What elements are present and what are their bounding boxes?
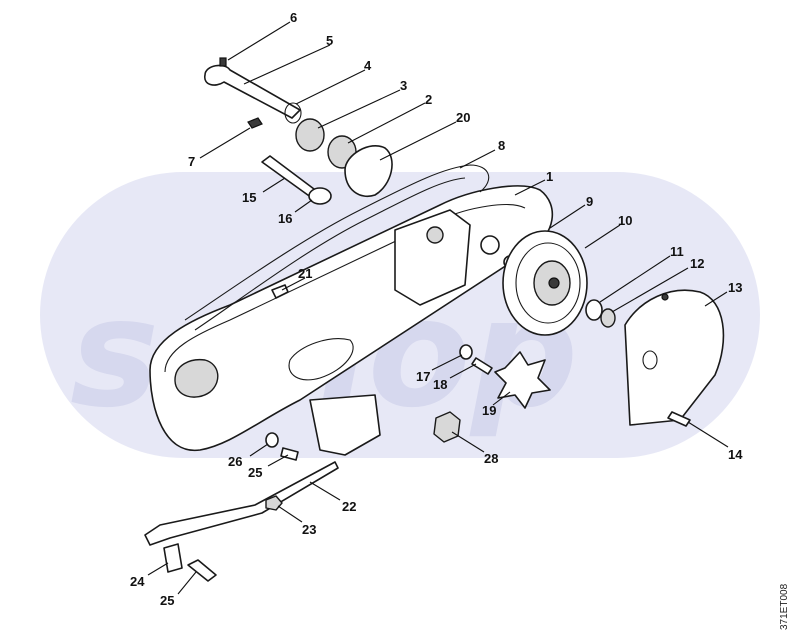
- leader-22: [309, 481, 341, 501]
- housing-mount-block: [394, 209, 471, 306]
- part-screw-14: [667, 411, 691, 427]
- callout-10: 10: [618, 213, 632, 228]
- leader-3: [317, 89, 401, 129]
- leader-15: [262, 177, 286, 193]
- housing-inner-edge: [164, 204, 526, 373]
- callout-25-mid: 25: [248, 465, 262, 480]
- part-shaft-assembly: [204, 57, 393, 197]
- part-washer-17: [459, 344, 473, 360]
- leader-25-lower: [177, 571, 197, 595]
- callout-3: 3: [400, 78, 407, 93]
- part-stud-18: [471, 357, 493, 375]
- leader-9: [549, 204, 586, 229]
- callout-7: 7: [188, 154, 195, 169]
- callout-21: 21: [298, 266, 312, 281]
- leader-25-mid: [267, 454, 289, 467]
- callout-11: 11: [670, 244, 684, 259]
- callout-20: 20: [456, 110, 470, 125]
- leader-26: [249, 443, 269, 457]
- callout-26: 26: [228, 454, 242, 469]
- leader-12: [611, 267, 689, 313]
- leader-6: [227, 21, 291, 61]
- callout-13: 13: [728, 280, 742, 295]
- callout-19: 19: [482, 403, 496, 418]
- callout-9: 9: [586, 194, 593, 209]
- leader-19: [492, 391, 511, 406]
- callout-24: 24: [130, 574, 145, 589]
- pulley-groove: [515, 242, 581, 324]
- leader-11: [599, 255, 671, 303]
- callout-17: 17: [416, 369, 430, 384]
- leader-7: [199, 127, 251, 159]
- drawing-code: 371ET008: [779, 583, 790, 630]
- callout-28: 28: [484, 451, 498, 466]
- leader-20: [379, 121, 457, 161]
- callout-labels: 6 5 4 3 2 20 8 1 9 10 11 12 13 14 7 15 1…: [130, 10, 743, 608]
- leader-2: [347, 102, 426, 144]
- housing-boss: [426, 226, 444, 244]
- leader-lines: [147, 21, 729, 595]
- key-7: [247, 117, 263, 129]
- callout-16: 16: [278, 211, 292, 226]
- leader-1: [514, 179, 546, 196]
- leader-17: [431, 354, 463, 371]
- callout-15: 15: [242, 190, 256, 205]
- leader-13: [704, 291, 728, 307]
- part-washer-11: [585, 299, 603, 321]
- ring-4: [284, 102, 302, 124]
- housing-lower-bracket: [309, 394, 381, 456]
- callout-22: 22: [342, 499, 356, 514]
- housing-hole: [480, 235, 500, 255]
- shaft-5: [204, 64, 301, 119]
- pulley-center: [548, 277, 560, 289]
- part-washer-16: [308, 187, 332, 205]
- housing-slot: [288, 338, 354, 381]
- cover-plate-body: [624, 289, 725, 426]
- leader-8: [459, 149, 496, 169]
- leader-14: [687, 421, 729, 448]
- cover-plate-hole: [642, 350, 658, 370]
- part-star-knob: [494, 351, 551, 409]
- leader-24: [147, 562, 169, 576]
- housing-nose: [174, 358, 219, 398]
- leader-10: [584, 224, 621, 249]
- part-pulley: [502, 230, 588, 336]
- leader-28: [451, 431, 485, 453]
- part-nut-28: [433, 411, 461, 443]
- callout-23: 23: [302, 522, 316, 537]
- part-plate-22: [144, 461, 339, 546]
- leader-18: [449, 363, 477, 379]
- part-belt: [184, 164, 490, 321]
- callout-4: 4: [364, 58, 372, 73]
- callout-18: 18: [433, 377, 447, 392]
- part-belt-inner: [194, 177, 466, 331]
- callout-5: 5: [326, 33, 333, 48]
- part-cover-plate: [624, 289, 725, 426]
- leader-21: [281, 277, 306, 291]
- callout-2: 2: [425, 92, 432, 107]
- part-clamp-24: [163, 543, 183, 573]
- callout-1: 1: [546, 169, 553, 184]
- part-screw-21: [271, 284, 289, 299]
- part-washer-26: [265, 432, 279, 448]
- key-6: [219, 57, 227, 67]
- bearing-3: [295, 118, 325, 152]
- part-nut-12: [600, 308, 616, 328]
- callout-14: 14: [728, 447, 743, 462]
- leader-4: [295, 69, 366, 105]
- callout-25-lower: 25: [160, 593, 174, 608]
- callout-8: 8: [498, 138, 505, 153]
- part-bolt-25-lower: [187, 559, 217, 582]
- leader-23: [277, 505, 303, 523]
- leader-5: [243, 44, 331, 85]
- callout-6: 6: [290, 10, 297, 25]
- leader-16: [294, 199, 313, 213]
- pulley-20: [344, 145, 393, 197]
- callout-12: 12: [690, 256, 704, 271]
- cover-plate-screw-hole: [661, 293, 669, 301]
